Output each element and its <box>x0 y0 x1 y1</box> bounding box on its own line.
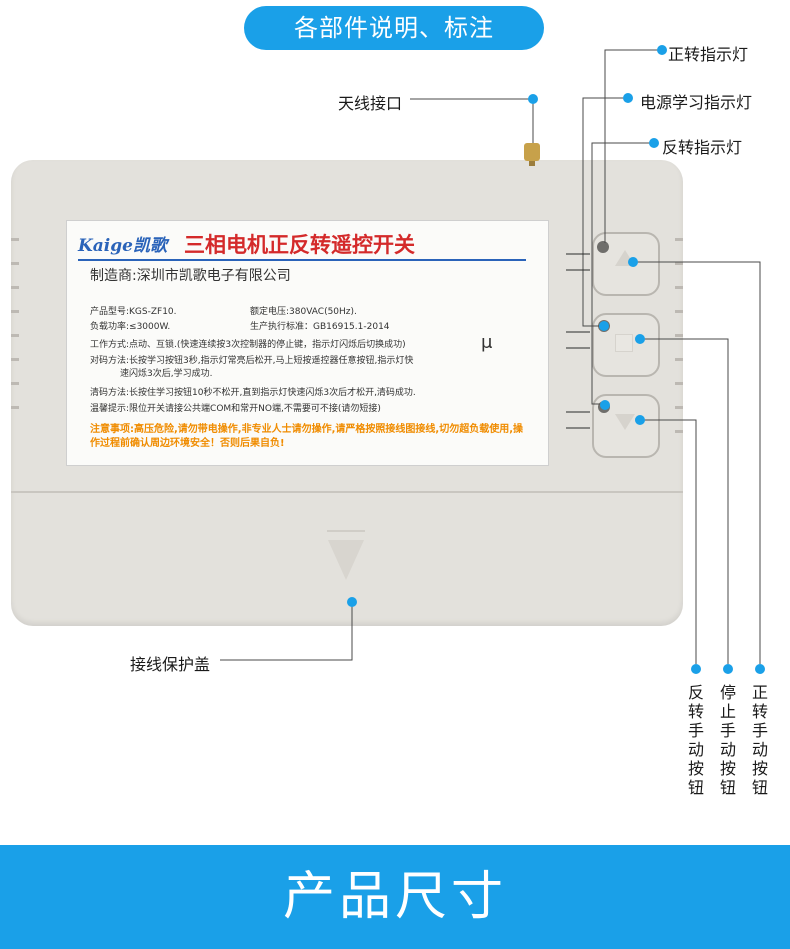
spec-standard: 生产执行标准：GB16915.1-2014 <box>250 322 390 332</box>
antenna-dot <box>528 94 538 104</box>
callout-forward-indicator: 正转指示灯 <box>668 45 749 64</box>
reverse-manual-button[interactable] <box>592 394 660 458</box>
callout-wiring-cover: 接线保护盖 <box>130 655 211 674</box>
stop-square-icon <box>615 334 633 352</box>
reverse-indicator-dot <box>649 138 659 148</box>
brand-logo: Kaige凯歌 <box>78 236 167 256</box>
spec-voltage: 额定电压:380VAC(50Hz). <box>250 307 357 317</box>
reverse-led-dot <box>600 400 610 410</box>
reverse-button-dot <box>635 415 645 425</box>
stop-manual-end-dot <box>723 664 733 674</box>
spec-tip: 温馨提示:限位开关请接公共端COM和常开NO端,不需要可不接(请勿短接) <box>90 404 381 414</box>
spec-power: 负载功率:≤3000W. <box>90 322 171 332</box>
label-symbol: μ <box>481 332 493 353</box>
section-title: 各部件说明、标注 <box>244 6 544 50</box>
spec-pairing-1: 对码方法:长按学习按钮3秒,指示灯常亮后松开,马上短按遥控器任意按钮,指示灯快 <box>90 356 414 366</box>
footer-band <box>0 845 790 949</box>
stop-button-dot <box>635 334 645 344</box>
learn-led-dot <box>599 321 609 331</box>
forward-indicator-led <box>597 241 609 253</box>
warning-text: 注意事项:高压危险,请勿带电操作,非专业人士请勿操作,请严格按照接线图接线,切勿… <box>90 424 523 449</box>
product-label <box>66 220 549 466</box>
label-divider <box>78 259 526 261</box>
reverse-manual-end-dot <box>691 664 701 674</box>
callout-reverse-indicator: 反转指示灯 <box>662 138 743 157</box>
forward-manual-end-dot <box>755 664 765 674</box>
callout-stop-manual-button: 停止手动按钮 <box>719 683 736 797</box>
cover-seam <box>11 491 683 493</box>
callout-reverse-manual-button: 反转手动按钮 <box>687 683 704 797</box>
power-learn-indicator-dot <box>623 93 633 103</box>
spec-clear: 清码方法:长按住学习按钮10秒不松开,直到指示灯快速闪烁3次后才松开,清码成功. <box>90 388 416 398</box>
spec-model: 产品型号:KGS-ZF10. <box>90 307 177 317</box>
forward-indicator-dot <box>657 45 667 55</box>
antenna-base <box>529 158 535 166</box>
product-title: 三相电机正反转遥控开关 <box>184 233 415 257</box>
cover-down-arrow-icon <box>328 540 364 580</box>
callout-antenna: 天线接口 <box>338 94 403 113</box>
footer-title: 产品尺寸 <box>282 867 507 927</box>
spec-pairing-2: 速闪烁3次后,学习成功. <box>120 369 213 379</box>
down-arrow-icon <box>615 414 635 430</box>
spec-work-mode: 工作方式:点动、互锁.(快速连续按3次控制器的停止键，指示灯闪烁后切换成功) <box>90 340 406 350</box>
forward-button-dot <box>628 257 638 267</box>
callout-power-learn-indicator: 电源学习指示灯 <box>640 93 753 112</box>
wiring-cover-dot <box>347 597 357 607</box>
antenna-connector-icon <box>524 143 540 161</box>
cover-arrow-bar <box>327 530 365 532</box>
callout-forward-manual-button: 正转手动按钮 <box>751 683 768 797</box>
manufacturer: 制造商:深圳市凯歌电子有限公司 <box>90 268 291 284</box>
